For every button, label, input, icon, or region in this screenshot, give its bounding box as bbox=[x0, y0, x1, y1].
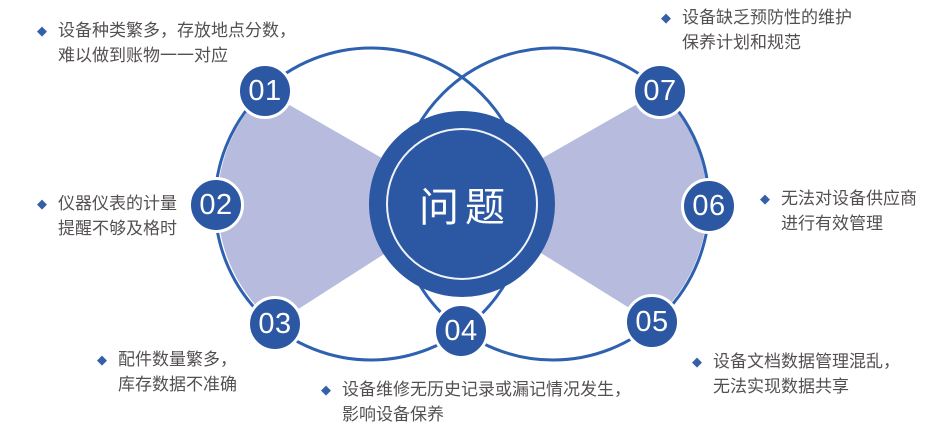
node-badge-05: 05 bbox=[624, 294, 680, 350]
center-problem-circle: 问题 bbox=[369, 111, 555, 297]
note-05: ◆ 设备文档数据管理混乱， 无法实现数据共享 bbox=[692, 349, 900, 399]
note-02-text: 仪器仪表的计量 提醒不够及格时 bbox=[58, 194, 177, 238]
note-07: ◆ 设备缺乏预防性的维护 保养计划和规范 bbox=[661, 5, 852, 55]
note-01-text: 设备种类繁多，存放地点分数， 难以做到账物一一对应 bbox=[58, 21, 296, 65]
note-03: ◆ 配件数量繁多， 库存数据不准确 bbox=[97, 347, 237, 397]
note-03-text: 配件数量繁多， 库存数据不准确 bbox=[118, 350, 237, 394]
diamond-bullet-icon: ◆ bbox=[661, 10, 671, 25]
node-badge-04: 04 bbox=[433, 303, 489, 359]
diamond-bullet-icon: ◆ bbox=[760, 191, 770, 206]
diamond-bullet-icon: ◆ bbox=[37, 23, 47, 38]
note-02: ◆ 仪器仪表的计量 提醒不够及格时 bbox=[37, 191, 177, 241]
node-badge-03: 03 bbox=[247, 296, 303, 352]
diamond-bullet-icon: ◆ bbox=[321, 382, 331, 397]
note-01: ◆ 设备种类繁多，存放地点分数， 难以做到账物一一对应 bbox=[37, 18, 296, 68]
note-04-text: 设备维修无历史记录或漏记情况发生， 影响设备保养 bbox=[342, 380, 631, 424]
note-04: ◆ 设备维修无历史记录或漏记情况发生， 影响设备保养 bbox=[321, 377, 631, 427]
node-badge-06: 06 bbox=[681, 178, 737, 234]
node-badge-02: 02 bbox=[188, 177, 244, 233]
right-wedge-shape bbox=[462, 91, 708, 322]
diamond-bullet-icon: ◆ bbox=[37, 196, 47, 211]
left-wedge-shape bbox=[217, 91, 462, 324]
note-07-text: 设备缺乏预防性的维护 保养计划和规范 bbox=[682, 8, 852, 52]
note-05-text: 设备文档数据管理混乱， 无法实现数据共享 bbox=[713, 352, 900, 396]
diamond-bullet-icon: ◆ bbox=[692, 354, 702, 369]
note-06: ◆ 无法对设备供应商 进行有效管理 bbox=[760, 186, 917, 236]
node-badge-01: 01 bbox=[237, 63, 293, 119]
center-inner-ring bbox=[386, 128, 538, 280]
center-problem-label: 问题 bbox=[419, 186, 511, 230]
node-badge-07: 07 bbox=[632, 63, 688, 119]
note-06-text: 无法对设备供应商 进行有效管理 bbox=[781, 189, 917, 233]
diamond-bullet-icon: ◆ bbox=[97, 352, 107, 367]
